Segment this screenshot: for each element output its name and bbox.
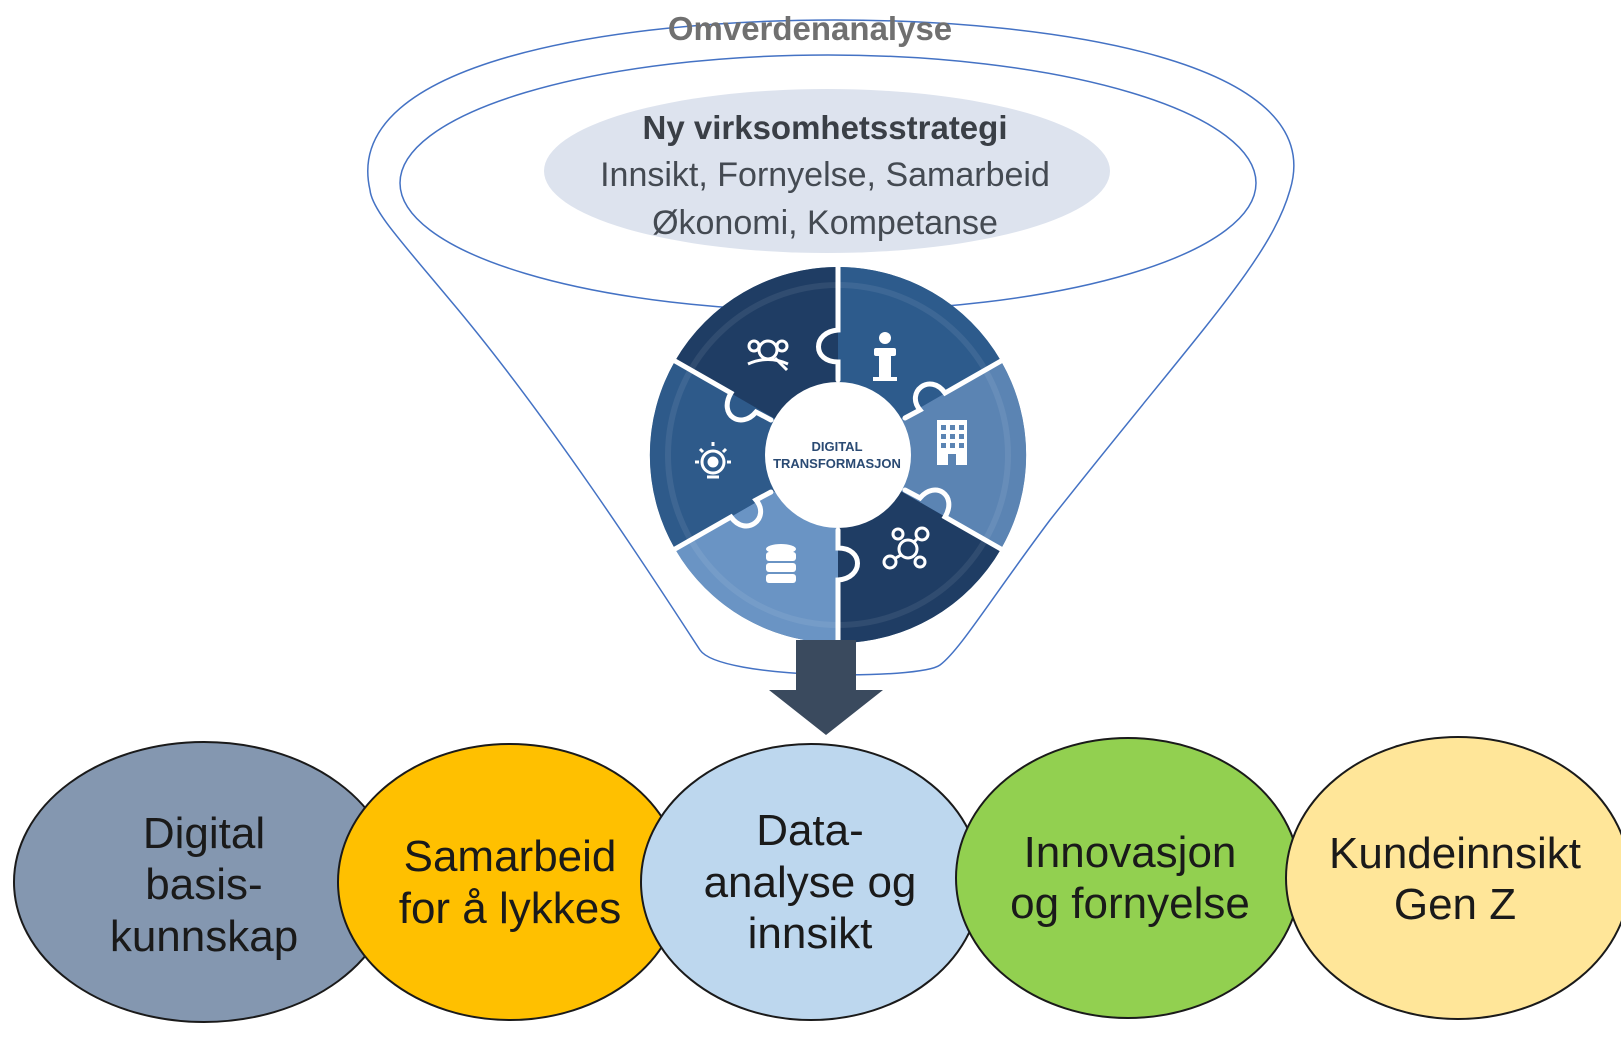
pillar-label-4: Kundeinnsikt Gen Z [1290, 738, 1620, 1020]
strategy-line-1: Innsikt, Fornyelse, Samarbeid [600, 156, 1050, 194]
down-arrow [769, 640, 883, 735]
pillar-text-0: Digital basis- kunnskap [109, 808, 299, 961]
pillar-text-3: Innovasjon og fornyelse [1010, 827, 1250, 928]
transformation-wheel [649, 264, 1027, 646]
wheel-center-label: DIGITAL TRANSFORMASJON [752, 438, 922, 472]
funnel-title: Omverdenanalyse [667, 10, 953, 47]
wheel-center-text: DIGITAL TRANSFORMASJON [773, 439, 901, 471]
strategy-box: Ny virksomhetsstrategi Innsikt, Fornyels… [545, 105, 1105, 247]
pillar-label-2: Data- analyse og innsikt [645, 745, 975, 1020]
database-icon [766, 544, 796, 583]
people-search-icon [747, 339, 789, 372]
strategy-line-2: Økonomi, Kompetanse [652, 204, 998, 242]
funnel-outline [367, 19, 1295, 676]
pillar-text-1: Samarbeid for å lykkes [398, 832, 622, 933]
lightbulb-gear-icon [695, 442, 731, 479]
pillar-text-2: Data- analyse og innsikt [703, 806, 917, 959]
pillar-text-4: Kundeinnsikt Gen Z [1329, 828, 1581, 929]
podium-icon [873, 332, 897, 381]
strategy-heading: Ny virksomhetsstrategi [642, 109, 1008, 146]
pillar-label-0: Digital basis- kunnskap [15, 745, 393, 1025]
pillar-label-1: Samarbeid for å lykkes [345, 745, 675, 1020]
pillar-label-3: Innovasjon og fornyelse [960, 738, 1300, 1018]
building-icon [937, 420, 967, 465]
pillar-shapes [13, 736, 1621, 1023]
strategy-ellipse [544, 89, 1110, 253]
network-icon [882, 526, 930, 570]
pillar-ellipse-4 [1285, 736, 1621, 1020]
